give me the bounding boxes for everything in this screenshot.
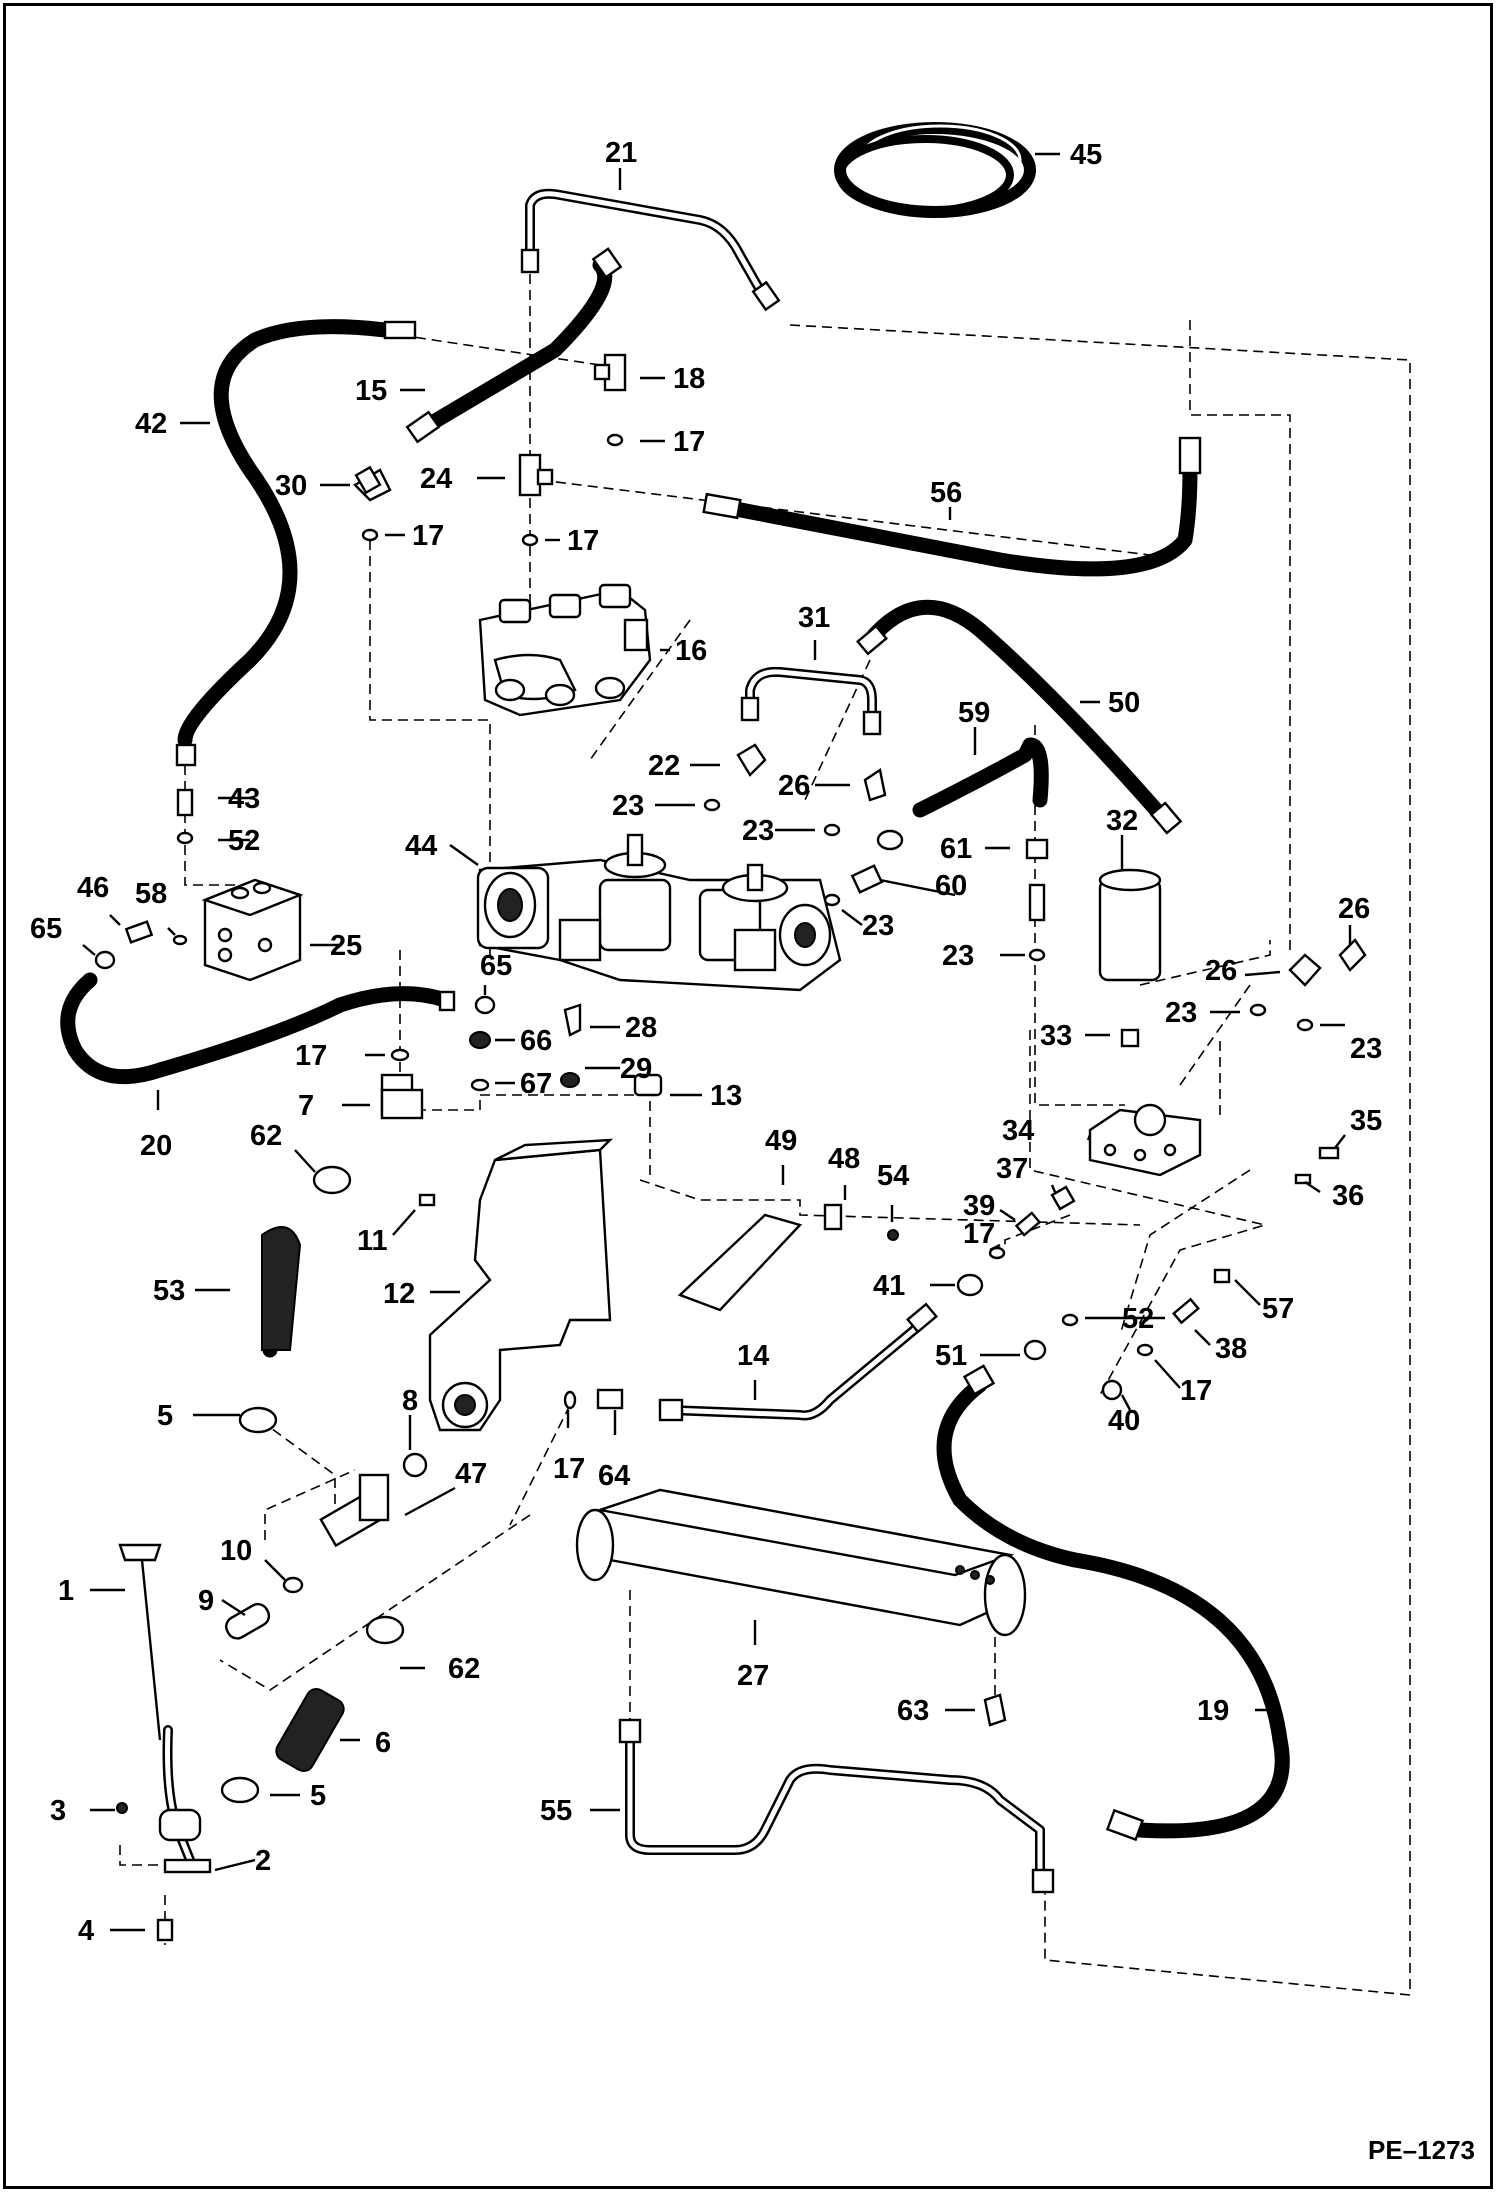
callout-17: 17 [963,1218,995,1250]
callout-54: 54 [877,1160,909,1192]
callout-47: 47 [455,1458,487,1490]
callout-65: 65 [30,913,62,945]
callout-10: 10 [220,1535,252,1567]
callout-59: 59 [958,697,990,729]
callout-24: 24 [420,463,452,495]
callout-28: 28 [625,1012,657,1044]
callout-38: 38 [1215,1333,1247,1365]
callout-17: 17 [412,520,444,552]
callout-63: 63 [897,1695,929,1727]
callout-2: 2 [255,1845,271,1877]
callout-6: 6 [375,1727,391,1759]
callout-3: 3 [50,1795,66,1827]
block-25 [201,878,304,982]
callout-labels: 45 21 42 15 18 17 30 24 56 17 17 16 31 5… [30,137,1382,1947]
callout-46: 46 [77,872,109,904]
callout-52: 52 [1122,1303,1154,1335]
callout-4: 4 [78,1915,94,1947]
callout-55: 55 [540,1795,572,1827]
callout-35: 35 [1350,1105,1382,1137]
control-valve-16 [478,583,652,717]
callout-62: 62 [448,1653,480,1685]
callout-23: 23 [1350,1033,1382,1065]
callout-5: 5 [310,1780,326,1812]
callout-5: 5 [157,1400,173,1432]
leader-lines [82,152,1352,1932]
callout-23: 23 [612,790,644,822]
callout-50: 50 [1108,687,1140,719]
callout-30: 30 [275,470,307,502]
callout-1: 1 [58,1575,74,1607]
diagram-code: PE–1273 [1368,2135,1475,2165]
callout-45: 45 [1070,139,1102,171]
callout-14: 14 [737,1340,769,1372]
callout-13: 13 [710,1080,742,1112]
callout-8: 8 [402,1385,418,1417]
callout-43: 43 [228,783,260,815]
tank-12 [428,1138,614,1432]
callout-61: 61 [940,833,972,865]
callout-31: 31 [798,602,830,634]
callout-37: 37 [996,1153,1028,1185]
callout-33: 33 [1040,1020,1072,1052]
callout-34: 34 [1002,1115,1034,1147]
callout-42: 42 [135,408,167,440]
callout-40: 40 [1108,1405,1140,1437]
callout-65: 65 [480,950,512,982]
callout-57: 57 [1262,1293,1294,1325]
callout-15: 15 [355,375,387,407]
callout-19: 19 [1197,1695,1229,1727]
callout-23: 23 [1165,997,1197,1029]
callout-64: 64 [598,1460,630,1492]
oil-cooler-27 [575,1488,1027,1637]
callout-60: 60 [935,870,967,902]
callout-53: 53 [153,1275,185,1307]
callout-23: 23 [862,910,894,942]
callout-11: 11 [357,1225,388,1257]
callout-26: 26 [778,770,810,802]
parts [94,247,1367,1942]
filter-32 [1098,868,1162,982]
callout-41: 41 [873,1270,905,1302]
block-34 [1088,1103,1202,1177]
callout-58: 58 [135,878,167,910]
callout-20: 20 [140,1130,172,1162]
callout-21: 21 [605,137,637,169]
callout-26: 26 [1338,893,1370,925]
callout-7: 7 [298,1090,314,1122]
callout-16: 16 [675,635,707,667]
callout-27: 27 [737,1660,769,1692]
callout-23: 23 [942,940,974,972]
callout-51: 51 [935,1340,967,1372]
callout-17: 17 [553,1453,585,1485]
callout-17: 17 [1180,1375,1212,1407]
callout-49: 49 [765,1125,797,1157]
callout-12: 12 [383,1278,415,1310]
callout-25: 25 [330,930,362,962]
callout-26: 26 [1205,955,1237,987]
callout-29: 29 [620,1053,652,1085]
callout-36: 36 [1332,1180,1364,1212]
callout-56: 56 [930,477,962,509]
callout-48: 48 [828,1143,860,1175]
callout-67: 67 [520,1068,552,1100]
callout-23: 23 [742,815,774,847]
pump-assembly-44 [476,833,842,992]
callout-17: 17 [567,525,599,557]
callout-32: 32 [1106,805,1138,837]
callout-39: 39 [963,1190,995,1222]
callout-17: 17 [295,1040,327,1072]
callout-9: 9 [198,1585,214,1617]
callout-17: 17 [673,426,705,458]
callout-66: 66 [520,1025,552,1057]
callout-18: 18 [673,363,705,395]
callout-44: 44 [405,830,437,862]
callout-62: 62 [250,1120,282,1152]
callout-22: 22 [648,750,680,782]
callout-52: 52 [228,825,260,857]
